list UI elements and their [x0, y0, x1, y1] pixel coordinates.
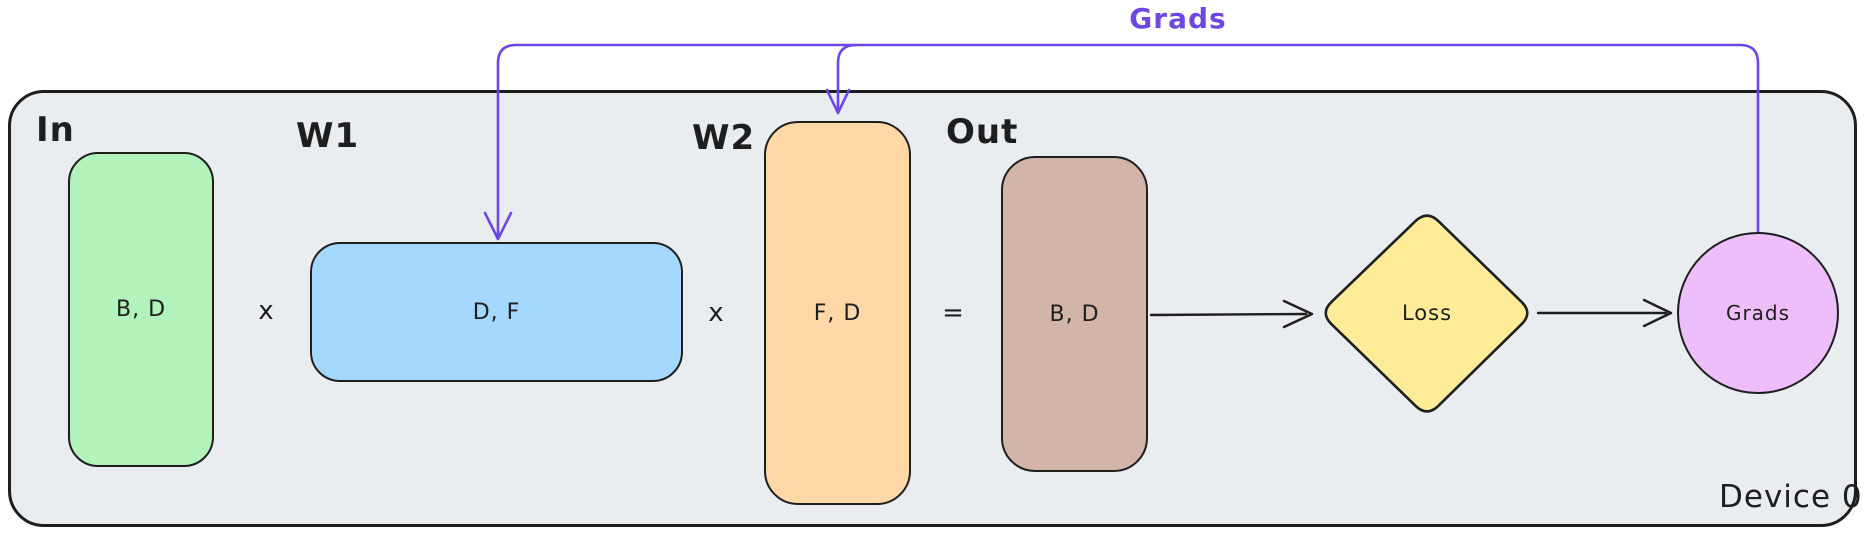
- grads-circle-label: Grads: [1725, 301, 1791, 325]
- grads-backward-flow-label: Grads: [1129, 2, 1227, 35]
- in-tensor-dims: B, D: [115, 297, 167, 322]
- loss-diamond-label: Loss: [1401, 301, 1453, 325]
- w1-weight-box: D, F: [310, 242, 683, 382]
- w2-weight-box: F, D: [764, 121, 911, 505]
- w1-section-label: W1: [296, 116, 360, 156]
- w2-weight-dims: F, D: [813, 300, 862, 326]
- device-0-container: [8, 90, 1857, 527]
- out-tensor-box: B, D: [1001, 156, 1148, 472]
- device-0-label: Device 0: [1719, 479, 1863, 515]
- multiply-operator-1: x: [258, 296, 274, 326]
- in-tensor-box: B, D: [68, 152, 214, 467]
- equals-operator: =: [942, 298, 964, 328]
- w1-weight-dims: D, F: [472, 299, 521, 325]
- multiply-operator-2: x: [708, 298, 724, 328]
- grads-circle: Grads: [1677, 232, 1839, 394]
- out-tensor-dims: B, D: [1049, 301, 1100, 327]
- w2-section-label: W2: [692, 118, 756, 158]
- in-section-label: In: [36, 110, 75, 150]
- out-section-label: Out: [946, 112, 1019, 152]
